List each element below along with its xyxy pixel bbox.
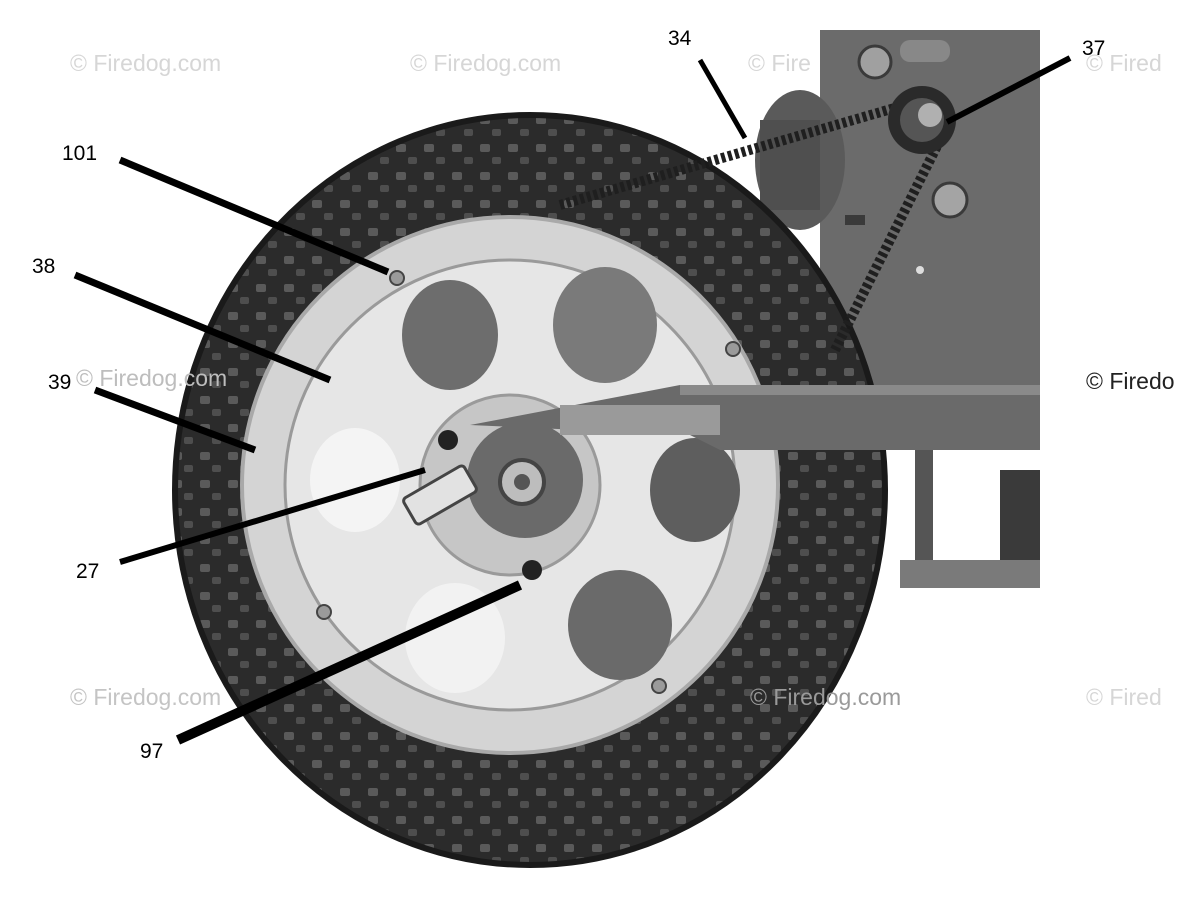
spoke-holes xyxy=(310,267,740,693)
bolt-icon xyxy=(857,44,893,80)
watermark-text: © Firedog.com xyxy=(750,684,902,710)
rim-screws xyxy=(316,270,741,694)
leader-38 xyxy=(73,271,332,384)
pulley xyxy=(888,86,956,154)
callout-37: 37 xyxy=(1082,37,1106,60)
leader-39 xyxy=(93,386,257,454)
leader-97 xyxy=(175,580,523,745)
drive-belt xyxy=(558,100,945,353)
watermark-text: © Firedo xyxy=(1086,368,1175,394)
leader-27 xyxy=(119,467,426,565)
watermark-text: © Fired xyxy=(1086,50,1162,76)
callout-38: 38 xyxy=(32,255,56,278)
leader-34 xyxy=(697,58,748,140)
wheel-rim xyxy=(240,215,780,755)
callout-27: 27 xyxy=(76,560,100,583)
leader-37 xyxy=(945,55,1072,125)
frame-plate xyxy=(820,30,1040,385)
callout-34: 34 xyxy=(668,27,692,50)
watermark-text: © Fire xyxy=(748,50,811,76)
leader-lines xyxy=(73,55,1072,745)
callout-97: 97 xyxy=(140,740,164,763)
hub-screw-lower xyxy=(522,560,542,580)
leader-101 xyxy=(118,156,390,276)
axle-arm xyxy=(470,385,1040,450)
hub-screw-upper xyxy=(438,430,458,450)
lower-frame xyxy=(900,450,1040,588)
bolt-icon xyxy=(931,181,969,219)
watermark-text: © Firedog.com xyxy=(70,684,222,710)
watermark-text: © Firedog.com xyxy=(70,50,222,76)
watermark-text: © Firedog.com xyxy=(410,50,562,76)
watermark-text: © Firedog.com xyxy=(76,365,228,391)
callout-39: 39 xyxy=(48,371,72,394)
callout-101: 101 xyxy=(62,142,98,165)
watermark-text: © Fired xyxy=(1086,684,1162,710)
